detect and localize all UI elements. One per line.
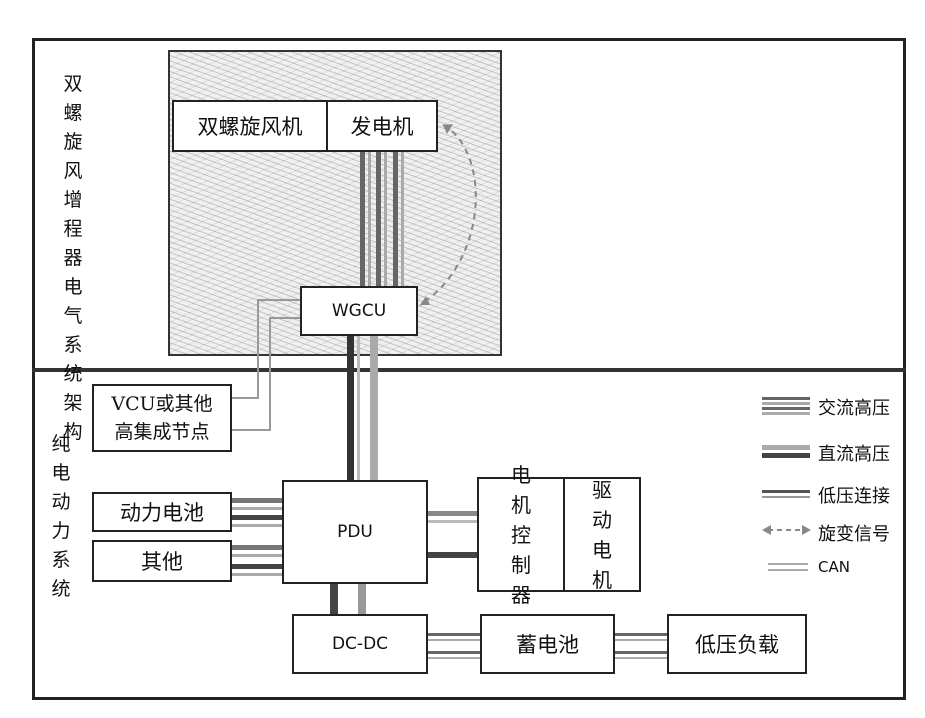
- dcdc-box: DC-DC: [292, 614, 428, 674]
- aux-battery-box: 蓄电池: [480, 614, 615, 674]
- range-extender-section-label: 双螺旋风增程器电气系统架构: [62, 70, 84, 447]
- vcu-box: VCU或其他高集成节点: [92, 384, 232, 452]
- low-voltage-load-box: 低压负载: [667, 614, 807, 674]
- drive-motor-box: 驱动电机: [563, 477, 641, 592]
- drive-motor-label: 驱动电机: [590, 475, 614, 595]
- wgcu-box: WGCU: [300, 286, 418, 336]
- motor-controller-label: 电机控制器: [509, 460, 533, 610]
- pdu-box: PDU: [282, 480, 428, 584]
- electric-powertrain-section-label: 纯电动力系统: [50, 430, 72, 604]
- other-sources-box: 其他: [92, 540, 232, 582]
- legend-ac-label: 交流高压: [818, 394, 890, 420]
- generator-box: 发电机: [326, 100, 438, 152]
- twin-spiral-fan-box: 双螺旋风机: [172, 100, 328, 152]
- section-divider: [32, 368, 906, 372]
- legend-dc-label: 直流高压: [818, 440, 890, 466]
- legend-low-voltage-label: 低压连接: [818, 482, 890, 508]
- legend-resolver-label: 旋变信号: [818, 520, 890, 546]
- motor-controller-box: 电机控制器: [477, 477, 565, 592]
- legend-can-label: CAN: [818, 558, 850, 576]
- power-battery-box: 动力电池: [92, 492, 232, 532]
